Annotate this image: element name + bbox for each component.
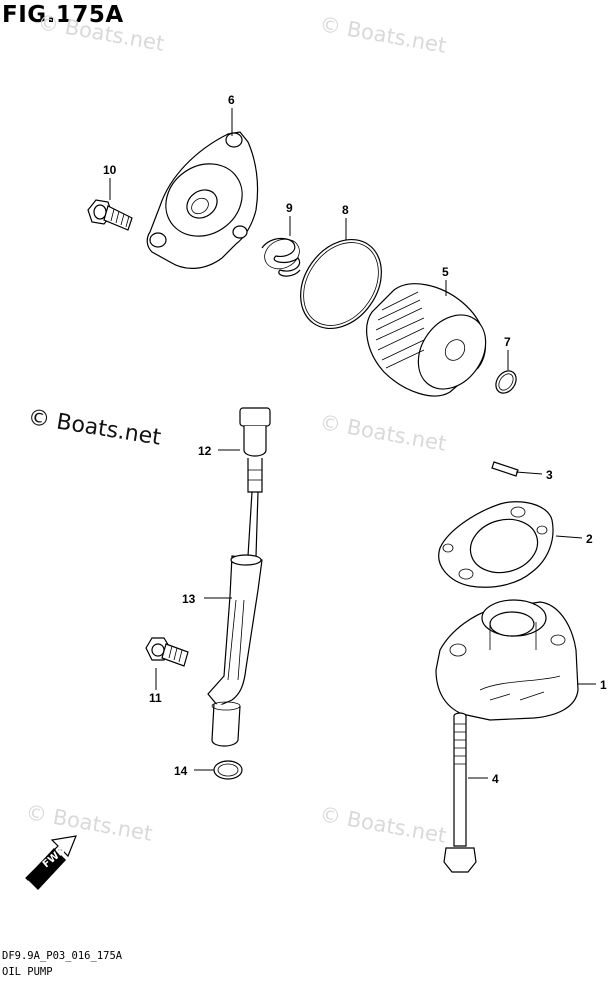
oil-pump-1: [435, 599, 579, 721]
callout-4: 4: [492, 772, 499, 786]
callout-9: 9: [286, 201, 293, 215]
pump-cover-6: [146, 131, 259, 269]
callout-6: 6: [228, 93, 235, 107]
bolt-10: [87, 199, 133, 231]
bolt-11: [145, 637, 189, 667]
callout-14: 14: [174, 764, 188, 778]
diagram-caption: OIL PUMP: [2, 966, 53, 978]
callout-8: 8: [342, 203, 349, 217]
guide-tube-13: [207, 554, 263, 747]
bolt-4: [443, 712, 477, 873]
dowel-pin-3: [491, 461, 519, 477]
diagram-code: DF9.9A_P03_016_175A: [2, 950, 123, 962]
leader-2: [555, 535, 583, 539]
figure-title: FIG.175A: [2, 2, 124, 28]
o-ring-8: [300, 238, 382, 330]
callout-2: 2: [586, 532, 593, 546]
callout-13: 13: [182, 592, 196, 606]
callout-5: 5: [442, 265, 449, 279]
o-ring-14: [213, 760, 243, 780]
callout-10: 10: [103, 163, 117, 177]
callout-1: 1: [600, 678, 607, 692]
callout-11: 11: [149, 691, 162, 705]
callout-12: 12: [198, 444, 212, 458]
oil-gauge-12: [239, 407, 271, 557]
o-ring-7: [495, 370, 517, 394]
oil-filter-5: [366, 283, 487, 397]
fwd-arrow-icon: FWD: [25, 835, 77, 890]
gasket-2: [438, 501, 554, 588]
callout-3: 3: [546, 468, 553, 482]
callout-7: 7: [504, 335, 511, 349]
spring-9: [261, 237, 301, 277]
leader-3: [515, 471, 543, 475]
